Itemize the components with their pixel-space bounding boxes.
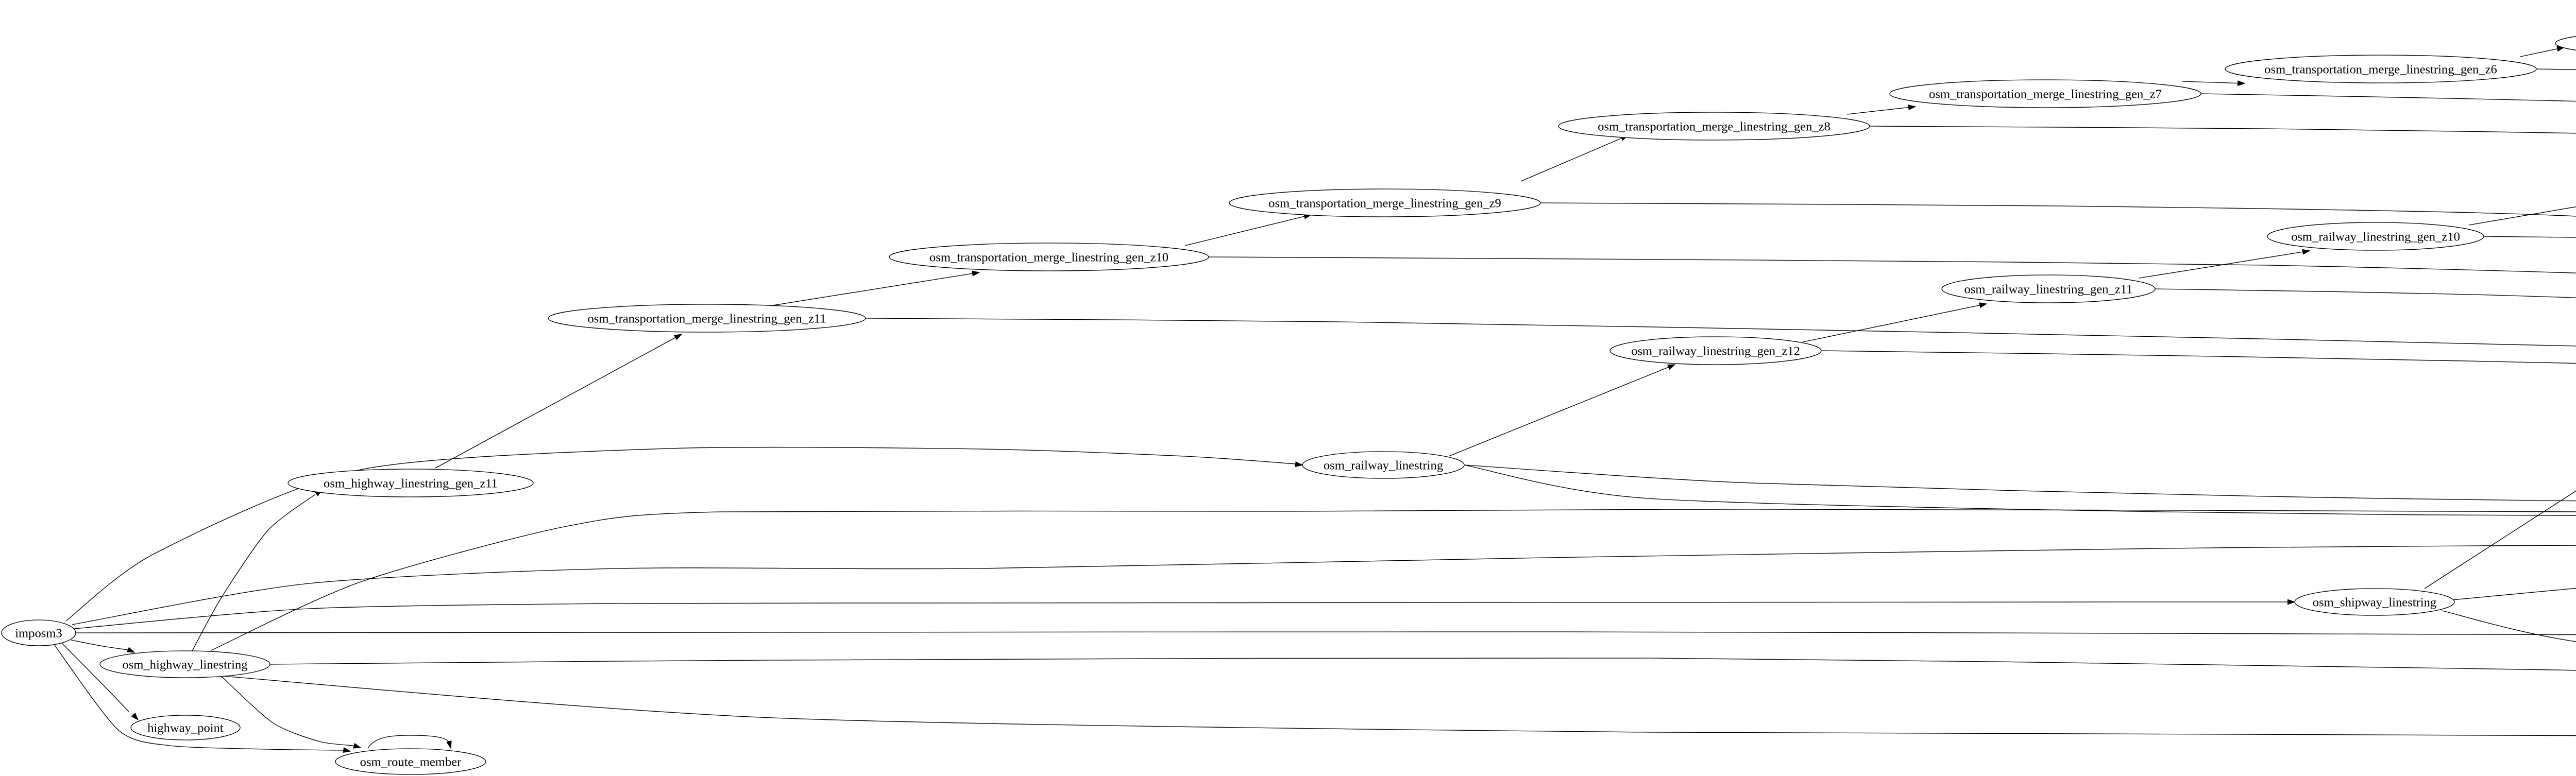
svg-text:imposm3: imposm3 (15, 627, 62, 641)
svg-text:osm_railway_linestring_gen_z12: osm_railway_linestring_gen_z12 (1631, 344, 1800, 358)
svg-text:osm_railway_linestring_gen_z11: osm_railway_linestring_gen_z11 (1964, 283, 2133, 297)
svg-text:osm_transportation_merge_lines: osm_transportation_merge_linestring_gen_… (1598, 120, 1831, 134)
svg-text:osm_transportation_merge_lines: osm_transportation_merge_linestring_gen_… (1929, 88, 2162, 101)
svg-text:osm_transportation_merge_lines: osm_transportation_merge_linestring_gen_… (1268, 197, 1501, 211)
svg-text:highway_point: highway_point (147, 721, 224, 735)
svg-text:osm_transportation_merge_lines: osm_transportation_merge_linestring_gen_… (2264, 63, 2497, 77)
svg-text:osm_shipway_linestring: osm_shipway_linestring (2313, 596, 2436, 610)
svg-text:osm_transportation_merge_lines: osm_transportation_merge_linestring_gen_… (587, 312, 826, 326)
svg-text:osm_railway_linestring: osm_railway_linestring (1324, 459, 1443, 473)
svg-text:osm_highway_linestring_gen_z11: osm_highway_linestring_gen_z11 (324, 477, 498, 491)
svg-text:osm_transportation_merge_lines: osm_transportation_merge_linestring_gen_… (929, 251, 1168, 265)
svg-text:osm_route_member: osm_route_member (360, 755, 462, 769)
svg-text:osm_railway_linestring_gen_z10: osm_railway_linestring_gen_z10 (2291, 230, 2460, 244)
svg-text:osm_highway_linestring: osm_highway_linestring (122, 658, 247, 672)
